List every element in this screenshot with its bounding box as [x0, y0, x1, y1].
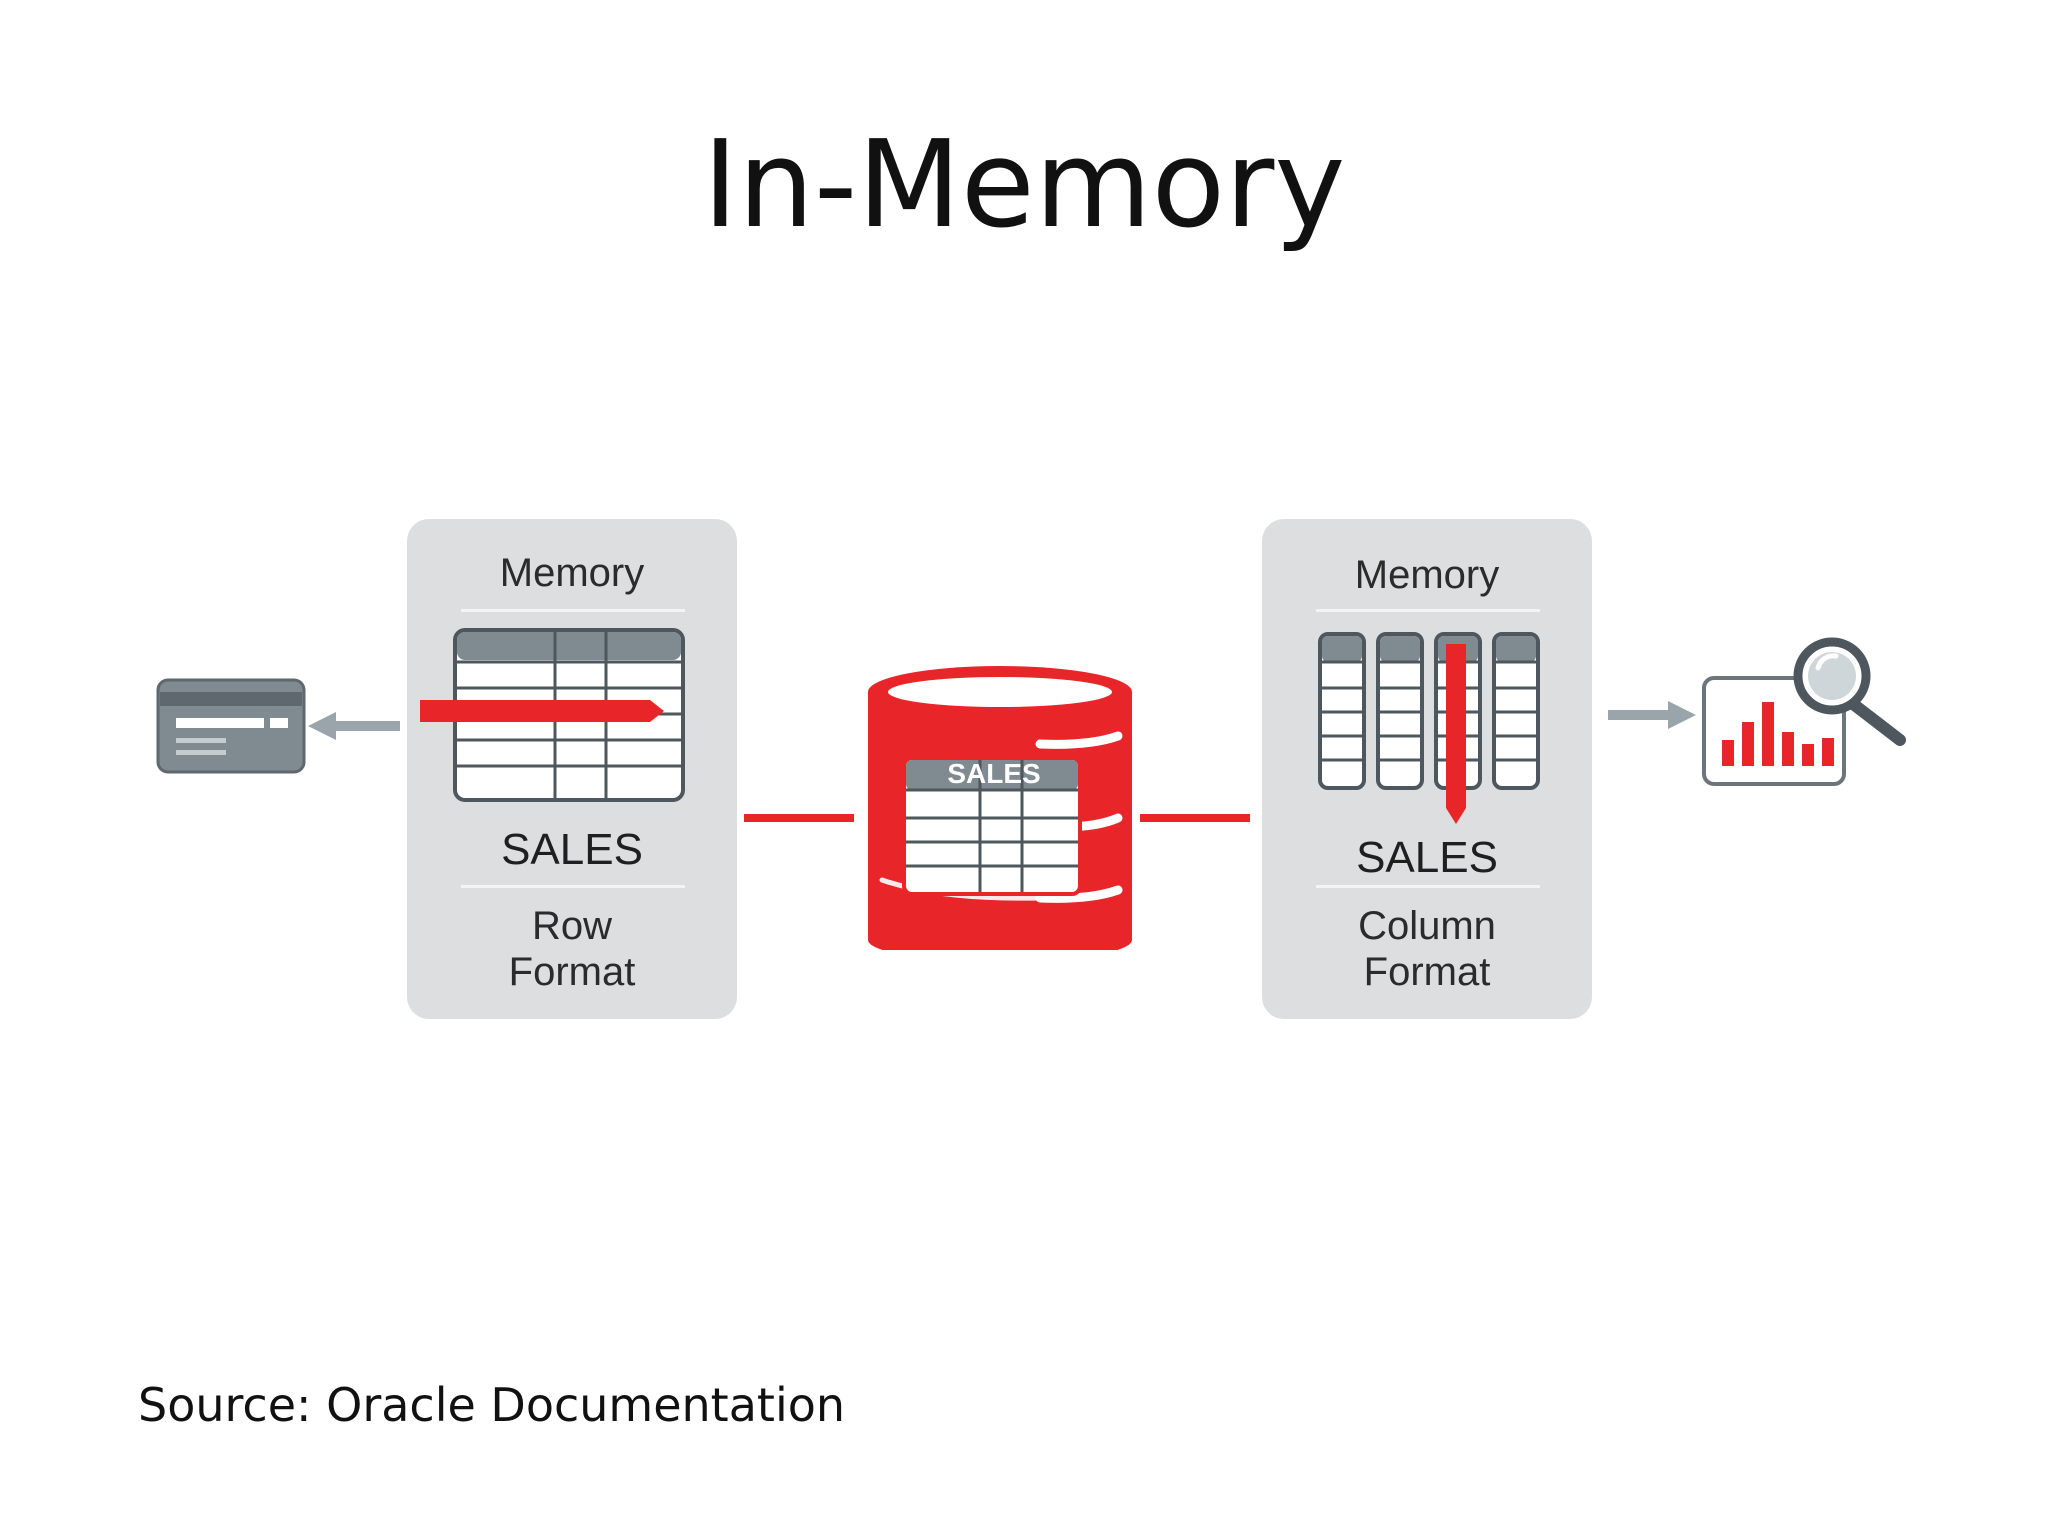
- column-format-line1: Column: [1358, 904, 1496, 948]
- row-panel-bottom-rule: [461, 885, 685, 888]
- analytics-magnifier-icon: [1702, 637, 1906, 786]
- row-panel-heading: Memory: [499, 551, 645, 595]
- column-format-table: [1318, 632, 1540, 790]
- connector-left: [744, 814, 854, 822]
- column-panel-heading: Memory: [1354, 553, 1500, 597]
- row-format-line1: Row: [531, 904, 613, 948]
- row-panel-top-rule: [461, 609, 685, 612]
- column-format-line2: Format: [1363, 950, 1491, 994]
- source-note: Source: Oracle Documentation: [138, 1378, 846, 1432]
- row-panel-table-label: SALES: [501, 825, 643, 874]
- row-format-line2: Format: [508, 950, 636, 994]
- arrow-left-icon: [308, 712, 400, 740]
- column-panel-format: Column Format: [1262, 903, 1592, 995]
- column-panel-top-rule: [1316, 609, 1540, 612]
- connector-right: [1140, 814, 1250, 822]
- slide-title: In-Memory: [702, 116, 1346, 255]
- column-1: [1318, 632, 1366, 790]
- column-4: [1492, 632, 1540, 790]
- column-panel-table-label: SALES: [1356, 833, 1498, 882]
- column-scan-arrow: [1446, 644, 1466, 824]
- credit-card-icon: [156, 678, 306, 774]
- database-table-label: SALES: [947, 758, 1041, 789]
- column-panel-bottom-rule: [1316, 885, 1540, 888]
- row-panel-format: Row Format: [407, 903, 737, 995]
- column-2: [1376, 632, 1424, 790]
- arrow-right-icon: [1608, 701, 1696, 729]
- row-scan-arrow: [420, 700, 664, 722]
- database-icon: [868, 666, 1132, 950]
